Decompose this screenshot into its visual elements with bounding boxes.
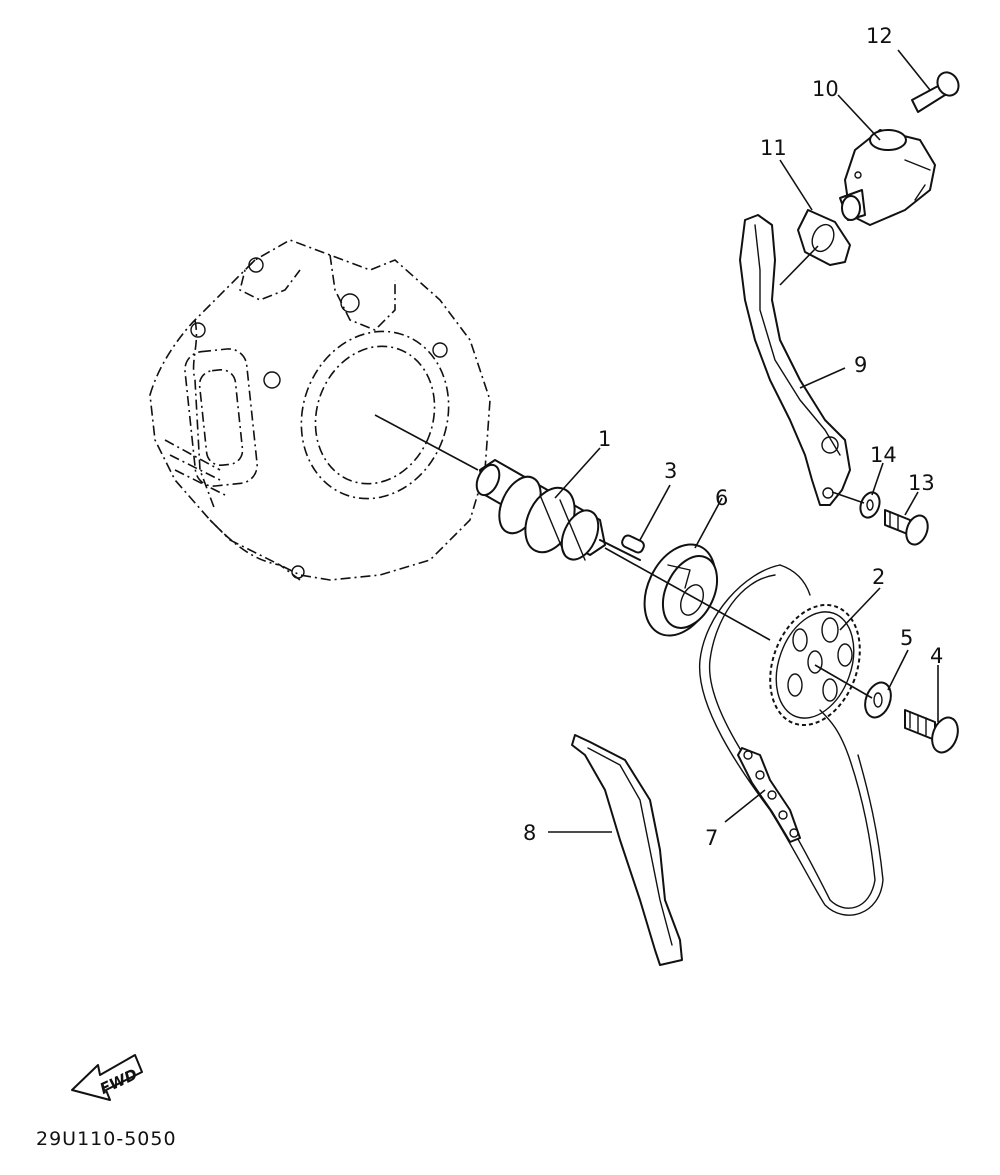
callout-1: 1	[598, 427, 611, 451]
dowel-pin	[621, 534, 645, 554]
guide-bolt	[884, 509, 929, 546]
bolt-centerline	[814, 664, 873, 699]
callout-leaders	[548, 49, 939, 833]
shaft-centerline	[604, 547, 771, 641]
callout-4: 4	[930, 644, 943, 668]
callout-13: 13	[908, 471, 935, 495]
chain-tensioner	[839, 129, 936, 226]
guide-bolt-centerline	[831, 491, 865, 504]
callout-11: 11	[760, 136, 787, 160]
callout-9: 9	[854, 353, 867, 377]
chain-section	[737, 747, 801, 843]
tensioner-bolt	[911, 71, 960, 113]
callout-6: 6	[715, 486, 728, 510]
tensioner-gasket	[797, 209, 851, 266]
head-leader	[374, 414, 479, 471]
callout-14: 14	[870, 443, 897, 467]
callout-5: 5	[900, 626, 913, 650]
callout-7: 7	[705, 826, 718, 850]
timing-chain	[698, 564, 884, 916]
cylinder-head	[149, 239, 491, 581]
chain-guide-lower	[571, 734, 683, 966]
gasket-leader	[779, 245, 819, 286]
callout-8: 8	[523, 821, 536, 845]
callout-3: 3	[664, 459, 677, 483]
callout-10: 10	[812, 77, 839, 101]
callout-12: 12	[866, 24, 893, 48]
camshaft	[475, 459, 641, 561]
reference-code: 29U110-5050	[36, 1128, 177, 1150]
sprocket-bolt	[904, 709, 959, 754]
fwd-arrow-icon: FWD	[71, 1054, 143, 1101]
callout-labels: 1 2 3 4 5 6 7 8 9 10 11 12 13 14	[523, 24, 943, 850]
washer	[864, 681, 892, 719]
guide-washer	[859, 491, 881, 519]
chain-guide-tensioner	[739, 214, 851, 506]
callout-2: 2	[872, 565, 885, 589]
